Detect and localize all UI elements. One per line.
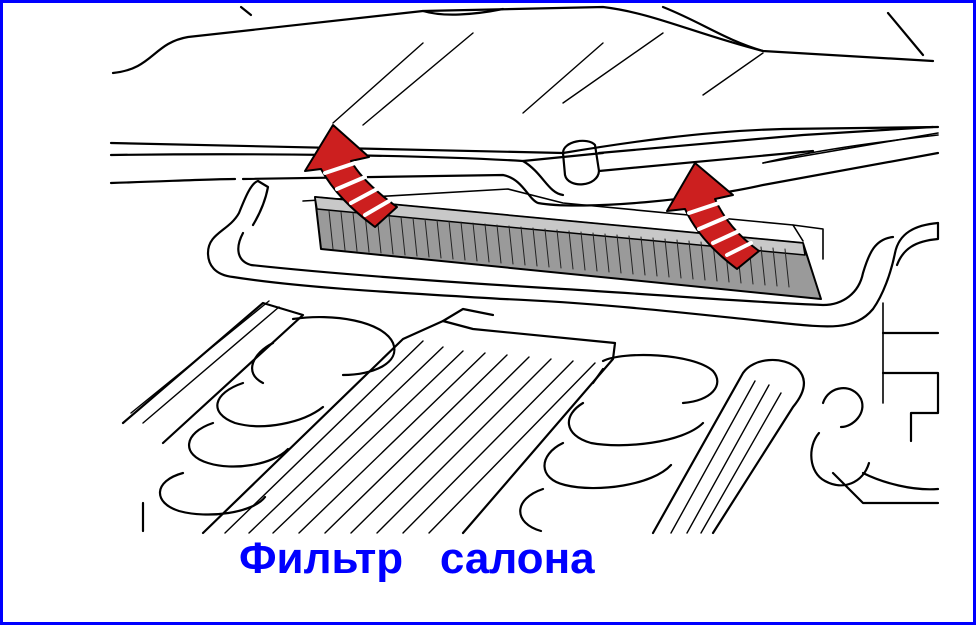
caption-title: Фильтр салона <box>239 534 595 583</box>
intake-manifold-left <box>121 300 396 533</box>
fuel-rail <box>651 358 805 535</box>
windshield-outline <box>111 5 935 126</box>
cabin-filter <box>314 196 822 300</box>
arrow-up-icon <box>304 124 398 228</box>
hose-assembly <box>810 302 940 505</box>
engine-bay-drawing <box>109 5 940 535</box>
valve-cover <box>201 307 617 535</box>
filter-housing <box>206 179 940 328</box>
intake-manifold-right <box>519 353 719 533</box>
cowl-panel <box>109 125 940 207</box>
arrow-up-icon <box>666 162 760 270</box>
